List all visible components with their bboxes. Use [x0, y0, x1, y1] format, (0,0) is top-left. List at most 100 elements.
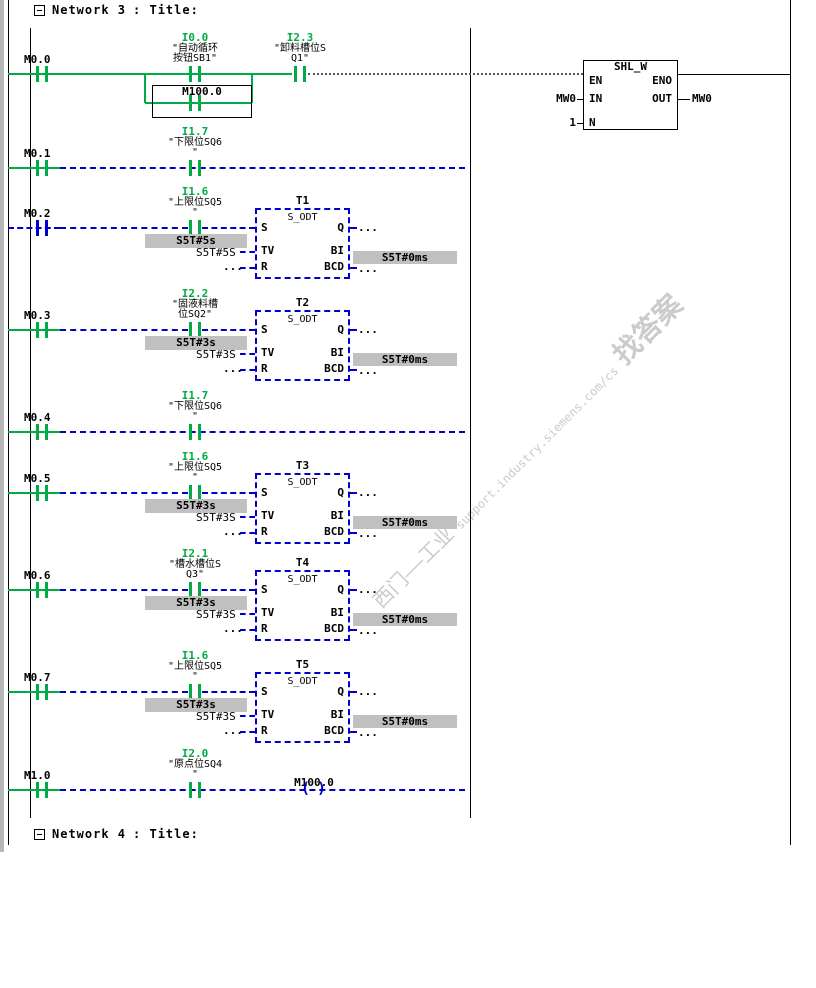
- contact-symbol[interactable]: [189, 95, 201, 111]
- timer-name[interactable]: T3: [295, 459, 310, 472]
- pin-s: S: [261, 685, 268, 698]
- timer-box[interactable]: [255, 672, 350, 743]
- contact-symbol[interactable]: [189, 485, 201, 501]
- contact-address[interactable]: M0.6: [24, 569, 51, 582]
- contact-address[interactable]: M100.0: [182, 85, 222, 98]
- contact-symbol[interactable]: [36, 582, 48, 598]
- contact-symbol[interactable]: [189, 684, 201, 700]
- contact-symbol[interactable]: [189, 424, 201, 440]
- pin-tv: TV: [261, 708, 275, 721]
- contact-symbol[interactable]: [36, 782, 48, 798]
- stub-r: ...: [223, 724, 243, 737]
- shl-out-value[interactable]: MW0: [692, 92, 712, 105]
- wire-horizontal: [577, 99, 583, 100]
- wire-horizontal: [240, 629, 255, 631]
- timer-box[interactable]: [255, 473, 350, 544]
- tv-setpoint[interactable]: S5T#3S: [196, 608, 236, 621]
- tv-setpoint[interactable]: S5T#3S: [196, 511, 236, 524]
- timer-box[interactable]: [255, 208, 350, 279]
- coil-address[interactable]: M100.0: [294, 776, 334, 789]
- bi-monitored-value[interactable]: S5T#0ms: [353, 613, 457, 626]
- contact-symbol[interactable]: [189, 66, 201, 82]
- bi-monitored-value[interactable]: S5T#0ms: [353, 353, 457, 366]
- contact-symbol[interactable]: [189, 582, 201, 598]
- shl-n-value[interactable]: 1: [569, 116, 576, 129]
- tv-setpoint[interactable]: S5T#5S: [196, 246, 236, 259]
- contact-symbol[interactable]: [189, 322, 201, 338]
- contact-symbol[interactable]: [36, 322, 48, 338]
- contact-symbol[interactable]: [189, 220, 201, 236]
- pin-bcd: BCD: [324, 362, 344, 375]
- timer-name[interactable]: T1: [295, 194, 310, 207]
- network-collapse-icon[interactable]: [34, 4, 45, 16]
- stub-bcd: ...: [358, 527, 378, 540]
- contact-address[interactable]: M1.0: [24, 769, 51, 782]
- timer-type: S_ODT: [287, 574, 318, 585]
- contact-address[interactable]: I1.6: [181, 450, 209, 463]
- timer-name[interactable]: T2: [295, 296, 310, 309]
- contact-address[interactable]: I1.6: [181, 649, 209, 662]
- branch-wire: [251, 74, 253, 103]
- wire-horizontal: [350, 691, 357, 693]
- rung-line: [60, 227, 188, 229]
- contact-address[interactable]: I1.6: [181, 185, 209, 198]
- rung-line: [8, 789, 60, 791]
- contact-address[interactable]: I2.2: [181, 287, 209, 300]
- stub-bcd: ...: [358, 364, 378, 377]
- contact-symbol[interactable]: [189, 160, 201, 176]
- contact-symbol[interactable]: [36, 66, 48, 82]
- contact-address[interactable]: I0.0: [181, 31, 209, 44]
- contact-comment: "卸料槽位S: [273, 43, 327, 54]
- shl-in-value[interactable]: MW0: [556, 92, 576, 105]
- contact-address[interactable]: M0.7: [24, 671, 51, 684]
- network-collapse-icon[interactable]: [34, 828, 45, 840]
- contact-address[interactable]: I1.7: [181, 389, 209, 402]
- contact-symbol[interactable]: [36, 485, 48, 501]
- wire-horizontal: [240, 731, 255, 733]
- contact-address[interactable]: I2.3: [286, 31, 314, 44]
- bi-monitored-value[interactable]: S5T#0ms: [353, 251, 457, 264]
- contact-symbol[interactable]: [36, 424, 48, 440]
- contact-address[interactable]: M0.2: [24, 207, 51, 220]
- contact-address[interactable]: M0.1: [24, 147, 51, 160]
- bi-monitored-value[interactable]: S5T#0ms: [353, 715, 457, 728]
- tv-monitored-value[interactable]: S5T#3s: [145, 336, 247, 350]
- timer-name[interactable]: T4: [295, 556, 310, 569]
- contact-address[interactable]: M0.4: [24, 411, 51, 424]
- stub-q: ...: [358, 583, 378, 596]
- contact-address[interactable]: I1.7: [181, 125, 209, 138]
- contact-address[interactable]: I2.1: [181, 547, 209, 560]
- contact-symbol[interactable]: [36, 684, 48, 700]
- tv-monitored-value[interactable]: S5T#3s: [145, 698, 247, 712]
- coil-symbol[interactable]: (: [301, 779, 311, 797]
- tv-setpoint[interactable]: S5T#3S: [196, 710, 236, 723]
- tv-setpoint[interactable]: S5T#3S: [196, 348, 236, 361]
- rung-line: [8, 167, 60, 169]
- contact-comment: "槽水槽位S: [168, 559, 222, 570]
- pin-q: Q: [337, 323, 344, 336]
- tv-monitored-value[interactable]: S5T#3s: [145, 596, 247, 610]
- timer-name[interactable]: T5: [295, 658, 310, 671]
- pin-q: Q: [337, 685, 344, 698]
- contact-address[interactable]: I2.0: [181, 747, 209, 760]
- tv-monitored-value[interactable]: S5T#3s: [145, 499, 247, 513]
- timer-box[interactable]: [255, 570, 350, 641]
- network-3-label: Network 3: [52, 3, 127, 17]
- contact-comment: "上限位SQ5: [167, 661, 223, 672]
- contact-symbol[interactable]: [189, 782, 201, 798]
- coil-symbol[interactable]: ): [317, 779, 327, 797]
- contact-address[interactable]: M0.5: [24, 472, 51, 485]
- tv-monitored-value[interactable]: S5T#5s: [145, 234, 247, 248]
- contact-address[interactable]: M0.3: [24, 309, 51, 322]
- timer-box[interactable]: [255, 310, 350, 381]
- left-power-rail: [30, 28, 31, 818]
- contact-symbol[interactable]: [36, 160, 48, 176]
- selection-box[interactable]: [152, 85, 252, 118]
- contact-symbol[interactable]: [294, 66, 306, 82]
- contact-symbol[interactable]: [36, 220, 48, 236]
- network-4-header[interactable]: Network 4 : Title:: [34, 827, 199, 841]
- network-3-header[interactable]: Network 3 : Title:: [34, 3, 199, 17]
- contact-address[interactable]: M0.0: [24, 53, 51, 66]
- bi-monitored-value[interactable]: S5T#0ms: [353, 516, 457, 529]
- shl-w-box[interactable]: [583, 60, 678, 130]
